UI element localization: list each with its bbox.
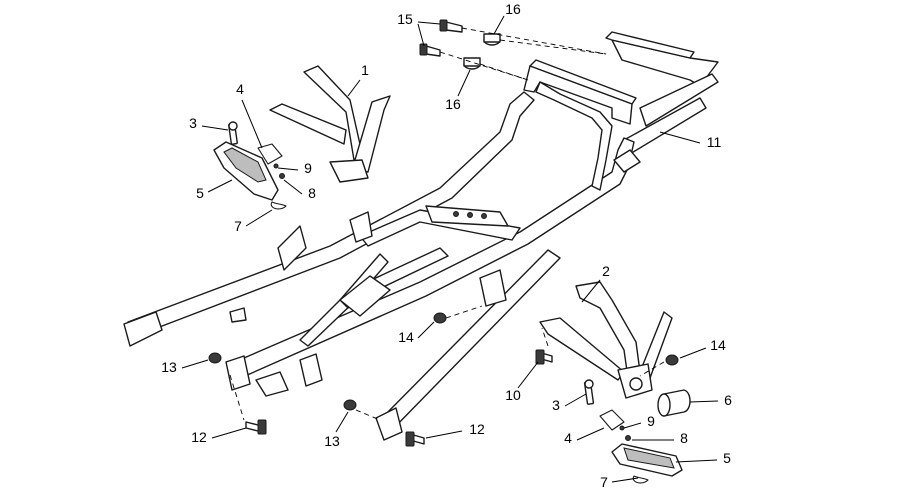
callout-c7b: 7 — [600, 474, 608, 490]
callout-c13a: 13 — [161, 359, 177, 375]
callout-c16a: 16 — [505, 1, 521, 17]
callout-c4a: 4 — [236, 81, 244, 97]
left-footpeg — [213, 121, 287, 210]
callout-c12b: 12 — [469, 421, 485, 437]
callout-c7a: 7 — [234, 218, 242, 234]
callout-c2: 2 — [602, 263, 610, 279]
right-footpeg — [583, 379, 683, 484]
callout-c11: 11 — [707, 134, 722, 150]
callout-c10: 10 — [505, 387, 521, 403]
leader-lines — [181, 15, 719, 483]
callout-c15: 15 — [397, 11, 413, 27]
fasteners — [208, 19, 679, 447]
callout-c9a: 9 — [304, 160, 312, 176]
callout-c8a: 8 — [308, 185, 316, 201]
callout-c14b: 14 — [710, 337, 726, 353]
callout-c5b: 5 — [723, 450, 731, 466]
assembly-lines — [229, 27, 665, 421]
rear-subframe — [123, 31, 719, 441]
callout-c3b: 3 — [552, 397, 560, 413]
callout-c16b: 16 — [445, 96, 461, 112]
callout-c14a: 14 — [398, 329, 414, 345]
callout-c1: 1 — [361, 62, 369, 78]
callout-c9b: 9 — [647, 413, 655, 429]
callout-c5a: 5 — [196, 185, 204, 201]
left-footpeg-holder — [269, 65, 391, 183]
callout-c8b: 8 — [680, 430, 688, 446]
rubber-bumper — [657, 389, 691, 417]
right-footpeg-holder — [539, 281, 673, 399]
callout-c4b: 4 — [564, 430, 572, 446]
callout-c6: 6 — [724, 392, 732, 408]
callout-c3a: 3 — [189, 115, 197, 131]
callout-c13b: 13 — [324, 433, 340, 449]
callout-c12a: 12 — [191, 429, 207, 445]
